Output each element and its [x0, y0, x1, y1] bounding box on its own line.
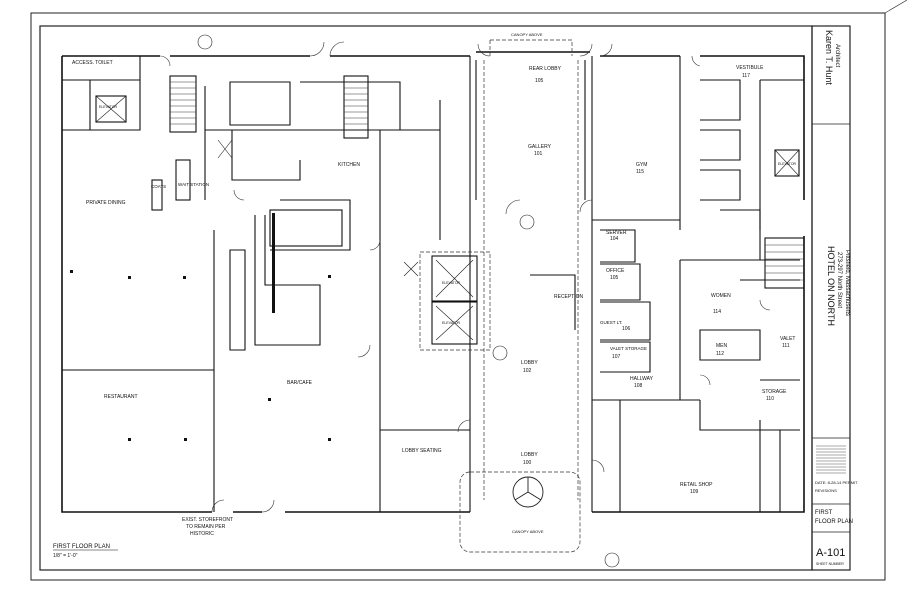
room-label-elevator-right: ELEVATOR [778, 162, 797, 166]
revisions-label: REVISIONS [815, 488, 837, 493]
room-number-men: 112 [716, 351, 724, 357]
storefront-note-line-1: EXIST. STOREFRONT [182, 517, 233, 523]
interior-walls [62, 56, 805, 512]
room-label-vestibule: VESTIBULE [736, 65, 764, 71]
room-label-hallway: HALLWAY [630, 376, 654, 382]
notes-text-block [816, 445, 846, 474]
door-swings [159, 41, 771, 513]
room-label-private-dining: PRIVATE DINING [86, 200, 126, 206]
room-label-canopy-above-top: CANOPY ABOVE [511, 32, 543, 37]
plan-title: FIRST FLOOR PLAN [53, 544, 110, 550]
room-label-elevator-a: ELEVATOR [442, 281, 461, 285]
title-block-border [811, 25, 851, 571]
section-markers [197, 34, 620, 568]
date-line: DATE: 8-28-14 PERMIT [815, 480, 858, 485]
room-number-valet-storage: 107 [612, 354, 621, 360]
room-label-valet: VALET [780, 336, 795, 342]
sheet-border [30, 12, 886, 581]
room-number-storage: 110 [766, 396, 774, 402]
room-number-gallery: 101 [534, 151, 543, 157]
room-label-reception: RECEPTION [554, 294, 584, 300]
room-label-elevator-b: ELEVATOR [442, 321, 461, 325]
sheet-title-line-2: FLOOR PLAN [815, 519, 853, 525]
room-number-women: 114 [713, 309, 721, 315]
room-label-wait-station: WAIT STATION [178, 182, 209, 187]
canopy-outlines [419, 39, 581, 553]
architect-name: Karen T. Hunt [824, 30, 834, 85]
room-label-kitchen: KITCHEN [338, 162, 360, 168]
room-label-storage: STORAGE [762, 389, 787, 395]
revolving-door [512, 476, 544, 508]
title-block: Karen T. Hunt Architect HOTEL ON NORTH 2… [812, 30, 858, 566]
room-number-valet: 111 [782, 343, 790, 349]
room-label-server: SERVER [606, 230, 627, 236]
room-label-elevator-left: ELEVATOR [99, 105, 118, 109]
room-number-hallway: 108 [634, 383, 643, 389]
room-number-gym: 115 [636, 169, 644, 175]
storefront-note-line-2: TO REMAIN PER [186, 524, 226, 530]
room-label-gallery: GALLERY [528, 144, 552, 150]
sheet-title-line-1: FIRST [815, 510, 833, 516]
sheet-number-label: SHEET NUMBER [816, 562, 844, 566]
room-number-server: 104 [610, 236, 619, 242]
room-number-retail-shop: 109 [690, 489, 699, 495]
project-city: Pittsfield, Massachusetts [844, 250, 850, 316]
room-label-valet-storage: VALET STORAGE [610, 346, 647, 351]
room-number-lobby-front: 100 [523, 460, 532, 466]
elevator-cabs [95, 95, 800, 341]
room-label-rear-lobby: REAR LOBBY [529, 66, 562, 72]
room-label-gym: GYM [636, 162, 647, 168]
room-label-lobby-seating: LOBBY SEATING [402, 448, 442, 454]
room-label-coats: COATS [151, 184, 166, 189]
plan-scale: 1/8" = 1'-0" [53, 553, 78, 559]
room-label-women: WOMEN [711, 293, 731, 299]
stair-treads [170, 81, 804, 281]
room-label-restaurant: RESTAURANT [104, 394, 138, 400]
storefront-note-line-3: HISTORIC [190, 531, 214, 537]
room-label-retail-shop: RETAIL SHOP [680, 482, 713, 488]
room-number-lobby-main: 102 [523, 368, 532, 374]
room-label-guest-lt: GUEST LT. [600, 320, 622, 325]
columns [70, 213, 331, 441]
room-number-rear-lobby: 105 [535, 78, 544, 84]
room-label-office: OFFICE [606, 268, 625, 274]
room-number-office: 105 [610, 275, 619, 281]
architect-role: Architect [834, 44, 840, 68]
room-label-bar-cafe: BAR/CAFE [287, 380, 313, 386]
project-name: HOTEL ON NORTH [826, 246, 836, 326]
room-label-access-toilet: ACCESS. TOILET [72, 60, 113, 66]
room-label-canopy-above-bottom: CANOPY ABOVE [512, 529, 544, 534]
exterior-walls [61, 51, 805, 513]
sheet-number: A-101 [816, 547, 845, 559]
room-label-men: MEN [716, 343, 728, 349]
room-label-lobby-main: LOBBY [521, 360, 538, 366]
project-address: 273-297 North Street [836, 252, 842, 308]
room-number-vestibule: 117 [742, 73, 750, 79]
room-label-lobby-front: LOBBY [521, 452, 538, 458]
room-number-guest-lt: 106 [622, 326, 631, 332]
